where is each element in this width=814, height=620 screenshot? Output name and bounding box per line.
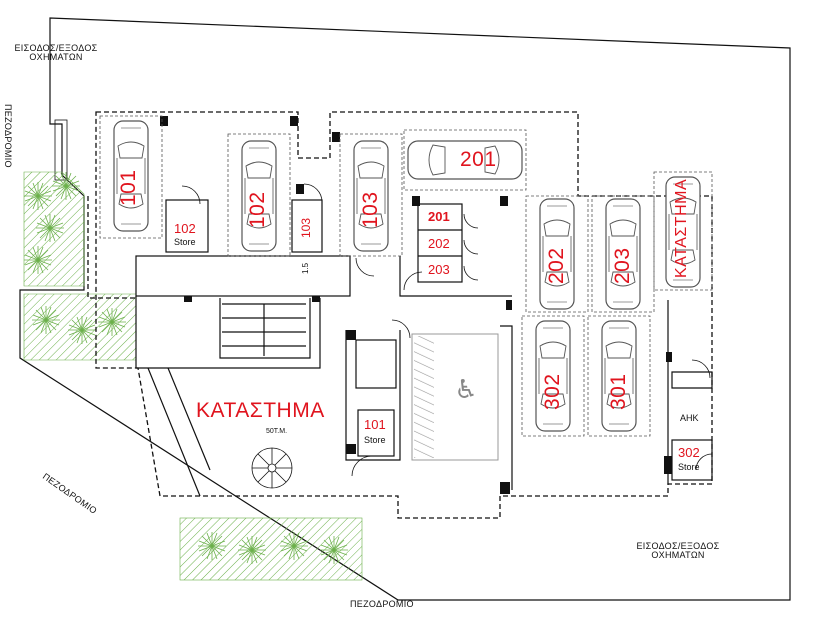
store-101-number: 101 [364, 417, 386, 432]
parking-302: 302 [541, 373, 564, 410]
spiral-stair [251, 447, 293, 489]
shop-right-label: ΚΑΤΑΣΤΗΜΑ [673, 178, 690, 278]
store-101-word: Store [364, 435, 386, 445]
shop-area-label: 50Τ.Μ. [266, 428, 288, 435]
store-302-number: 302 [678, 445, 700, 460]
accessible-ramp: ♿ [411, 333, 499, 461]
storage-202: 202 [428, 236, 450, 251]
walls [135, 255, 713, 497]
store-103-number: 103 [299, 217, 313, 238]
ahk-label: ΑΗΚ [680, 413, 699, 423]
vehicle-entry-label-bottom: ΕΙΣΟΔΟΣ/ΕΞΟΔΟΣ ΟΧΗΜΑΤΩΝ [636, 541, 720, 560]
store-102-word: Store [174, 237, 196, 247]
store-rooms [165, 199, 713, 481]
dimension-label: 1.5 [301, 262, 310, 274]
storage-201: 201 [428, 209, 450, 224]
parking-201: 201 [460, 148, 497, 171]
sidewalk-label-left-top: ΠΕΖΟΔΡΟΜΙΟ [3, 104, 13, 168]
parking-202: 202 [545, 247, 568, 284]
columns [160, 116, 672, 494]
garden-left-top [23, 171, 85, 287]
svg-text:♿: ♿ [454, 375, 477, 405]
parking-101: 101 [117, 169, 140, 206]
store-102-number: 102 [174, 221, 196, 236]
parking-bays [99, 115, 713, 437]
parking-301: 301 [607, 373, 630, 410]
garden-bottom [179, 517, 363, 581]
shop-label: ΚΑΤΑΣΤΗΜΑ [196, 399, 325, 422]
parking-103: 103 [359, 191, 382, 228]
door-swings [181, 183, 713, 477]
store-302-word: Store [678, 462, 700, 472]
vehicle-entry-label-top: ΕΙΣΟΔΟΣ/ΕΞΟΔΟΣ ΟΧΗΜΑΤΩΝ [14, 43, 98, 62]
parking-102: 102 [246, 191, 269, 228]
storage-203: 203 [428, 262, 450, 277]
garden-left-mid [23, 293, 137, 361]
sidewalk-label-bottom: ΠΕΖΟΔΡΟΜΙΟ [350, 599, 414, 609]
parking-203: 203 [611, 247, 634, 284]
